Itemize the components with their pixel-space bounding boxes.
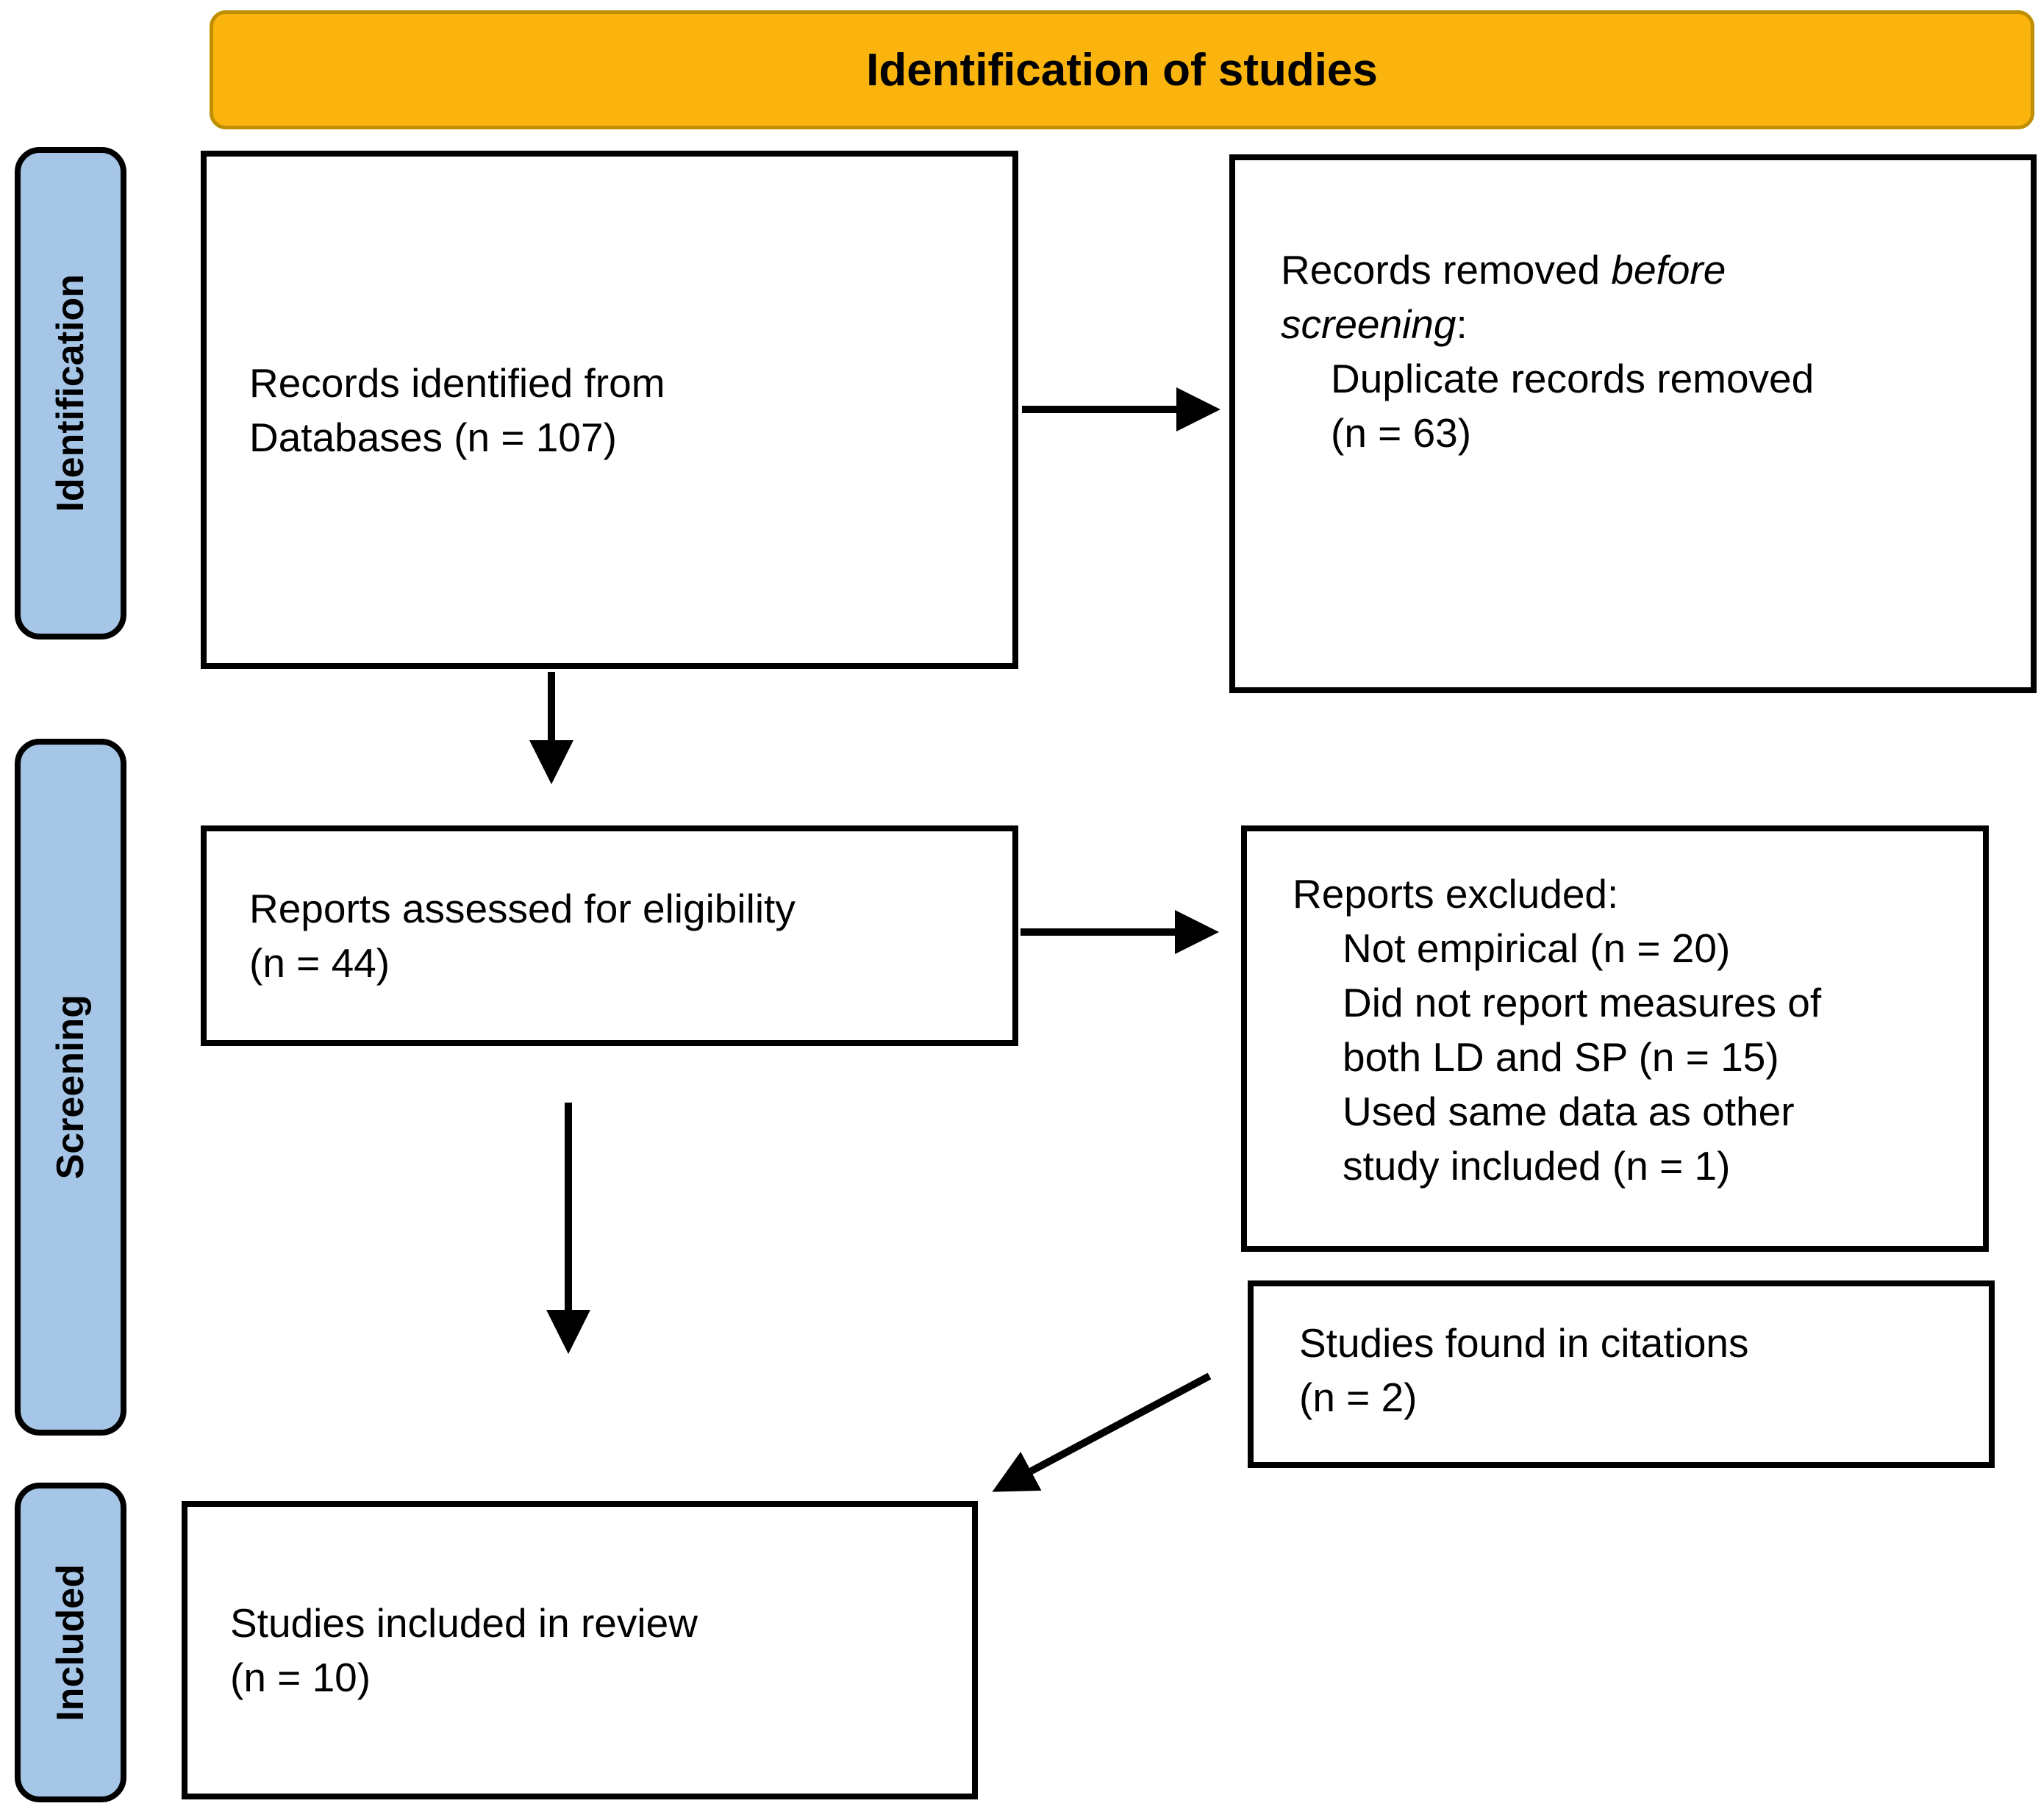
phase-label-included: Included [49,1563,92,1722]
box-records-identified: Records identified from Databases (n = 1… [201,151,1018,669]
arrow-citations-to-included [992,1372,1212,1492]
box-included-review-line1: Studies included in review [230,1600,698,1646]
box-records-removed-line2: screening: [1281,297,2016,351]
diagram-title-banner: Identification of studies [210,10,2034,129]
box-included-review-line2: (n = 10) [230,1655,371,1700]
box-reports-assessed-line2: (n = 44) [249,940,390,986]
box-records-removed-line1: Records removed before [1281,243,2016,297]
box-reports-excluded-sub5: study included (n = 1) [1343,1143,1731,1189]
records-removed-prefix: Records removed [1281,247,1612,293]
box-records-identified-line2: Databases (n = 107) [249,414,617,460]
box-reports-excluded-title: Reports excluded: [1293,871,1619,917]
diagram-title: Identification of studies [866,44,1378,96]
phase-label-screening: Screening [49,995,92,1180]
phase-bar-identification: Identification [15,147,126,639]
box-studies-included-review: Studies included in review (n = 10) [182,1501,978,1799]
records-removed-italic-screening: screening [1281,301,1456,347]
box-citations-line2: (n = 2) [1299,1375,1418,1420]
box-records-removed-sub1: Duplicate records removed [1331,356,1815,401]
box-reports-excluded: Reports excluded: Not empirical (n = 20)… [1241,825,1989,1252]
records-removed-italic-before: before [1611,247,1726,293]
box-reports-excluded-sub3: both LD and SP (n = 15) [1343,1034,1779,1080]
box-records-removed-sub2: (n = 63) [1331,410,1472,456]
phase-label-identification: Identification [49,274,92,512]
box-citations-line1: Studies found in citations [1299,1320,1749,1366]
box-reports-excluded-sub4: Used same data as other [1343,1089,1795,1134]
box-records-removed: Records removed before screening: Duplic… [1229,154,2037,693]
box-studies-found-citations: Studies found in citations (n = 2) [1248,1280,1995,1468]
box-records-identified-line1: Records identified from [249,359,665,406]
box-reports-assessed-line1: Reports assessed for eligibility [249,886,796,931]
box-reports-assessed: Reports assessed for eligibility (n = 44… [201,825,1018,1046]
records-removed-suffix: : [1456,301,1468,347]
phase-bar-included: Included [15,1483,126,1802]
phase-bar-screening: Screening [15,739,126,1436]
box-reports-excluded-sub2: Did not report measures of [1343,980,1822,1025]
box-reports-excluded-sub1: Not empirical (n = 20) [1343,925,1731,971]
